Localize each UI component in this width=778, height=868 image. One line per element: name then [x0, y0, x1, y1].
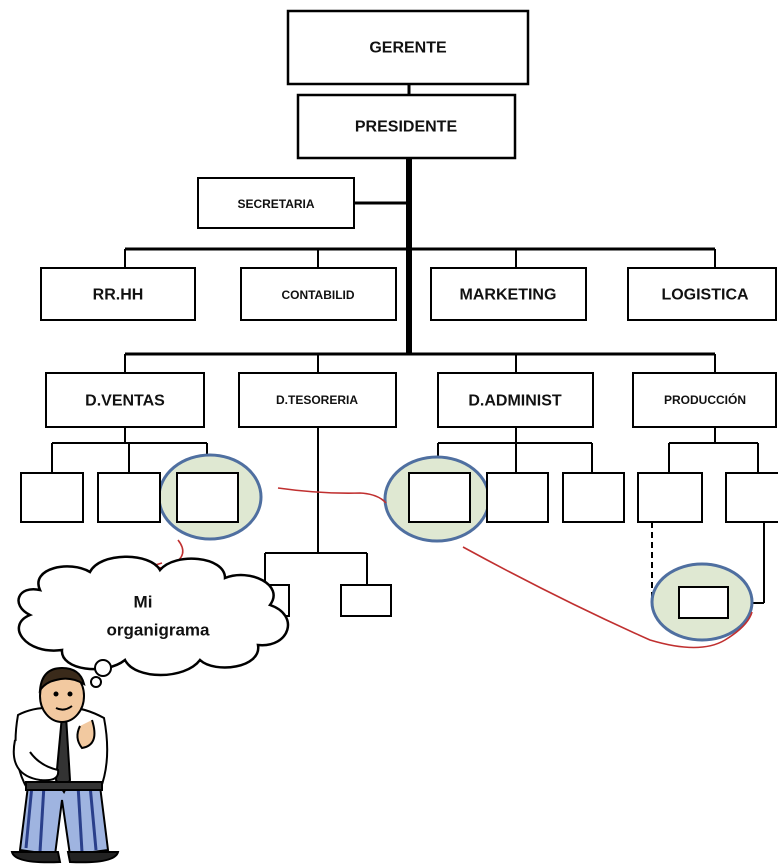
- thought-bubble-line2: organigrama: [107, 621, 211, 640]
- node-rrhh-label: RR.HH: [93, 287, 144, 304]
- node-contabilid: CONTABILID: [240, 267, 397, 321]
- node-produccion: PRODUCCIÓN: [632, 372, 777, 428]
- businessman-illustration: [10, 666, 120, 864]
- sub-box: [20, 472, 84, 523]
- node-marketing-label: MARKETING: [460, 287, 557, 304]
- sub-box: [637, 472, 703, 523]
- node-d-ventas: D.VENTAS: [45, 372, 205, 428]
- node-gerente-label: GERENTE: [369, 40, 447, 57]
- node-presidente: PRESIDENTE: [296, 93, 517, 160]
- node-logistica-label: LOGISTICA: [661, 287, 749, 304]
- node-produccion-label: PRODUCCIÓN: [664, 392, 746, 407]
- node-d-tesoreria-label: D.TESORERIA: [276, 393, 358, 407]
- sub-box: [340, 584, 392, 617]
- node-contabilid-label: CONTABILID: [281, 288, 354, 302]
- sub-box: [97, 472, 161, 523]
- connector-lines: [51, 84, 765, 604]
- node-rrhh: RR.HH: [40, 267, 196, 321]
- node-secretaria-label: SECRETARIA: [237, 197, 314, 211]
- sub-box: [678, 586, 729, 619]
- sub-box: [408, 472, 471, 523]
- sub-box: [562, 472, 625, 523]
- node-d-administ-label: D.ADMINIST: [468, 393, 562, 410]
- sub-box: [176, 472, 239, 523]
- thought-bubble-line1: Mi: [134, 593, 153, 612]
- node-d-ventas-label: D.VENTAS: [85, 393, 165, 410]
- sub-boxes: [20, 472, 778, 619]
- thought-bubble: Mi organigrama: [17, 555, 290, 688]
- node-presidente-label: PRESIDENTE: [355, 119, 458, 136]
- sub-box: [486, 472, 549, 523]
- node-d-administ: D.ADMINIST: [437, 372, 594, 428]
- node-secretaria: SECRETARIA: [197, 177, 355, 229]
- node-d-tesoreria: D.TESORERIA: [238, 372, 397, 428]
- node-gerente: GERENTE: [286, 9, 530, 86]
- node-logistica: LOGISTICA: [627, 267, 777, 321]
- node-marketing: MARKETING: [430, 267, 587, 321]
- sub-box: [725, 472, 778, 523]
